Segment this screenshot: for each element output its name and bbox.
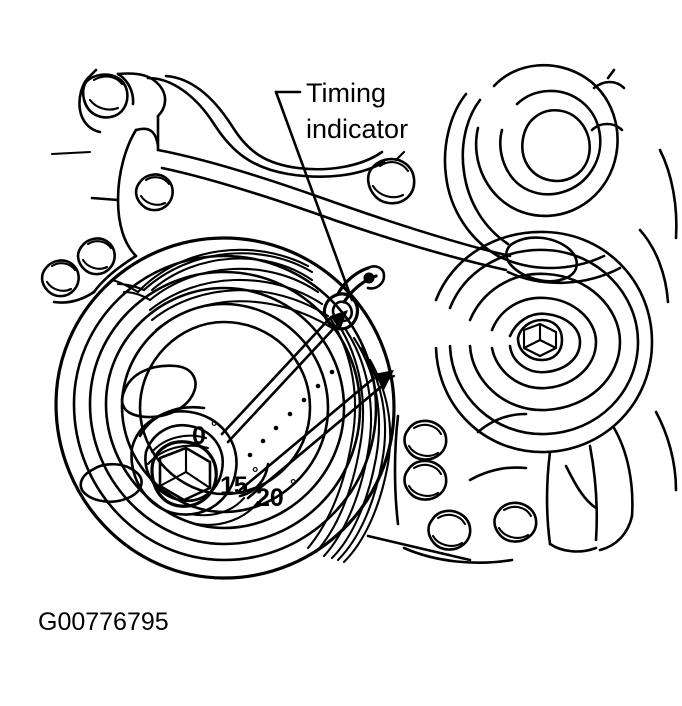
- bottom-groove-leader: [366, 534, 472, 562]
- bolt-head: [493, 501, 538, 543]
- crankshaft-pulley: [54, 236, 396, 580]
- engine-block-lower-right: [393, 412, 528, 564]
- degree-symbol-15: °: [252, 465, 258, 482]
- bolt-head: [403, 419, 448, 461]
- degree-value-0: 0: [192, 422, 206, 450]
- engine-block: [50, 68, 512, 304]
- degree-symbol-0: °: [211, 419, 217, 436]
- bolt-head: [76, 237, 116, 276]
- timing-scale-ticks: [247, 369, 335, 458]
- center-bolt: [150, 440, 218, 508]
- bolt-head: [366, 150, 416, 205]
- callout-label-line2: indicator: [306, 114, 408, 144]
- degree-label-0: 0 °: [192, 419, 217, 450]
- bolt-head: [427, 509, 472, 551]
- block-bolt-group-right: [403, 419, 538, 551]
- degree-label-20: 20 °: [256, 477, 296, 512]
- engine-block-right: [638, 148, 678, 492]
- degree-label-15: 15 °: [220, 465, 258, 500]
- degree-value-20: 20: [256, 484, 284, 512]
- figure-caption: G00776795: [38, 608, 169, 636]
- bolt-head: [134, 173, 174, 212]
- callout-timing-indicator: Timing indicator: [274, 78, 408, 302]
- bolt-head: [81, 73, 129, 119]
- block-bolt-group-left: [40, 73, 174, 298]
- indicator-bracket: [322, 265, 386, 331]
- bolt-head: [40, 259, 80, 298]
- bolt-head: [403, 459, 448, 501]
- bolt-head: [516, 318, 564, 362]
- timing-mark-leaders: [220, 310, 396, 500]
- degree-symbol-20: °: [290, 477, 296, 494]
- callout-label-line1: Timing: [306, 78, 386, 108]
- degree-value-15: 15: [220, 472, 248, 500]
- idler-pulley: [434, 230, 654, 553]
